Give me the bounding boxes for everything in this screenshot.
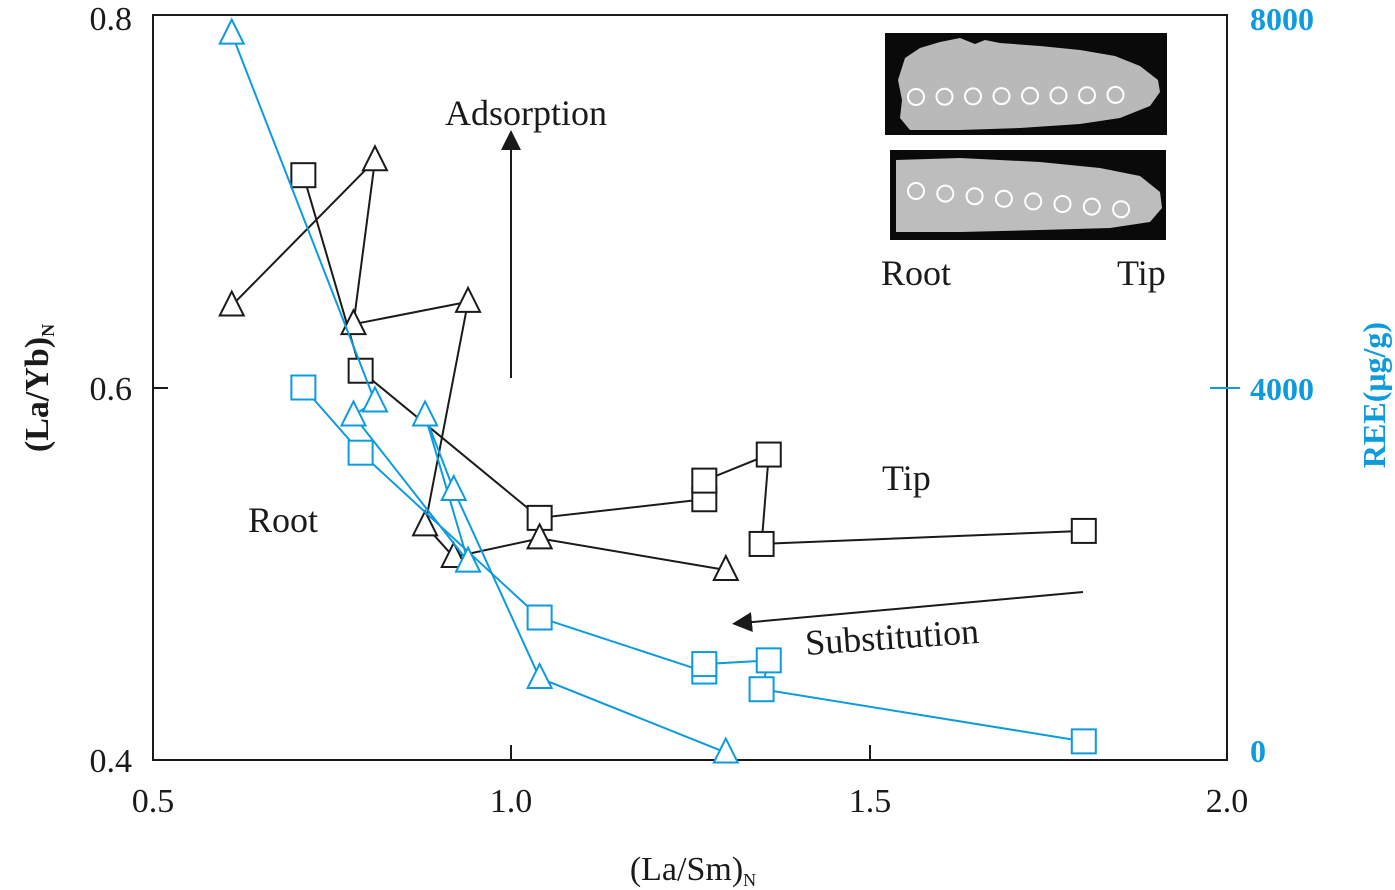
inset-tip-label: Tip — [1117, 253, 1166, 293]
x-tick-label: 1.5 — [849, 783, 892, 820]
y2-tick-label: 8000 — [1250, 1, 1314, 37]
data-point-square — [1070, 517, 1097, 544]
data-point-square — [691, 651, 718, 678]
substitution-label: Substitution — [804, 611, 980, 663]
sampling-hole — [1106, 85, 1125, 104]
sampling-hole — [1024, 192, 1043, 211]
sampling-hole — [935, 87, 954, 106]
data-point-triangle — [526, 661, 554, 690]
sampling-hole — [992, 87, 1011, 106]
inset-image-upper-sample — [898, 38, 1160, 130]
adsorption-label: Adsorption — [445, 93, 607, 133]
data-point-triangle — [440, 540, 468, 568]
data-point-triangle — [218, 17, 246, 45]
data-point-triangle — [218, 289, 246, 317]
data-point-triangle — [361, 385, 389, 413]
y2-tick-label: 4000 — [1250, 371, 1314, 407]
data-point-square — [290, 374, 317, 401]
x-tick-label: 2.0 — [1206, 783, 1249, 820]
y-axis-label-sub: N — [38, 324, 58, 337]
tip-label: Tip — [882, 458, 931, 498]
x-tick-label: 1.0 — [490, 783, 533, 820]
data-point-square — [1070, 728, 1097, 755]
x-tick-label: 0.5 — [132, 783, 175, 820]
data-point-triangle — [411, 509, 439, 537]
y-tick-label: 0.8 — [90, 1, 133, 38]
sampling-hole — [1021, 86, 1039, 105]
data-point-square — [748, 676, 775, 703]
substitution-arrow — [732, 591, 1084, 633]
data-point-triangle — [440, 473, 468, 501]
sampling-hole — [907, 88, 925, 106]
y2-tick-label: 0 — [1250, 733, 1266, 769]
data-point-triangle — [454, 285, 482, 313]
sampling-hole — [1049, 86, 1068, 105]
inset-upper-holes — [907, 85, 1125, 106]
sampling-hole — [964, 87, 982, 106]
data-point-square — [290, 162, 317, 189]
data-point-square — [526, 604, 553, 631]
data-point-triangle — [339, 399, 368, 427]
data-point-square — [755, 647, 782, 674]
series-line-1 — [231, 157, 726, 572]
inset-sample-images — [885, 33, 1167, 240]
data-point-square — [347, 439, 374, 466]
series-layer — [218, 17, 1097, 764]
data-point-square — [691, 467, 718, 494]
data-point-triangle — [712, 736, 740, 764]
data-point-triangle — [454, 545, 482, 573]
sampling-hole — [1112, 200, 1131, 219]
x-axis-label: (La/Sm)N — [630, 851, 756, 890]
sampling-hole — [936, 184, 955, 203]
sampling-hole — [1053, 195, 1072, 213]
sampling-hole — [1078, 86, 1096, 105]
inset-root-label: Root — [881, 253, 951, 293]
y-tick-label: 0.4 — [90, 743, 133, 780]
data-point-triangle — [411, 399, 439, 427]
data-point-triangle — [712, 553, 740, 582]
inset-lower-holes — [907, 182, 1131, 219]
y-tick-label: 0.6 — [90, 371, 133, 408]
x-axis-label-sub: N — [743, 870, 756, 890]
data-point-triangle — [526, 522, 554, 550]
x-axis-label-main: (La/Sm) — [630, 851, 743, 888]
data-point-triangle — [361, 144, 389, 172]
y-axis-label: (La/Yb)N — [19, 324, 58, 452]
sampling-hole — [907, 182, 925, 200]
sampling-hole — [965, 187, 984, 206]
root-label: Root — [248, 500, 318, 540]
sampling-hole — [994, 189, 1013, 208]
y-axis-label-main: (La/Yb) — [19, 337, 56, 452]
data-point-square — [755, 441, 782, 468]
sampling-hole — [1082, 197, 1101, 216]
y2-axis-label: REE(μg/g) — [1356, 322, 1392, 468]
data-point-square — [748, 530, 775, 557]
